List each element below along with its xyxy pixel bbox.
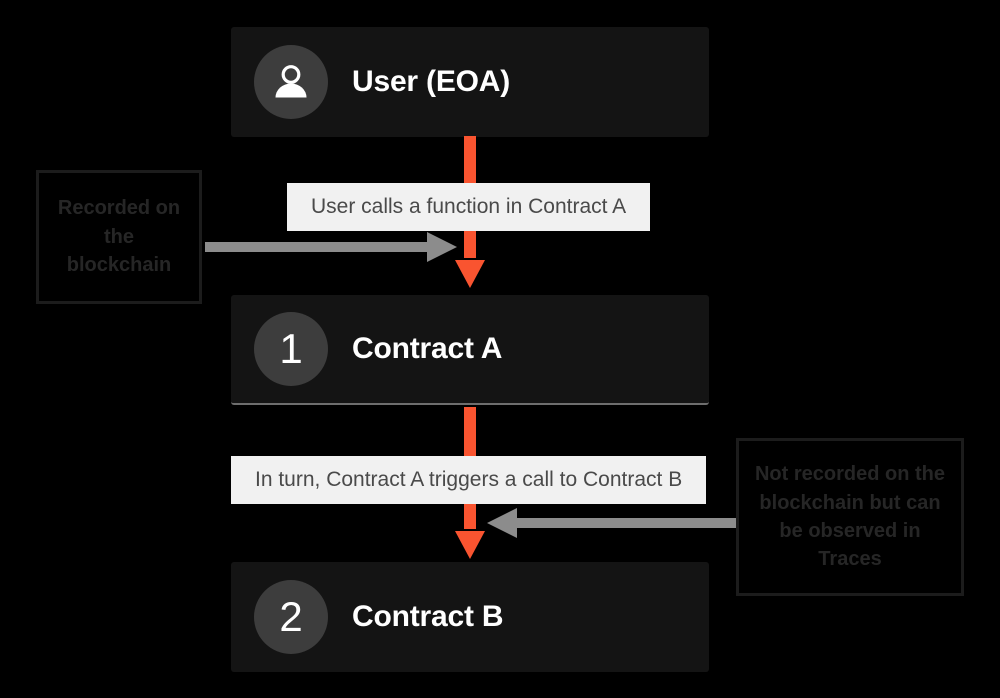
annotation-not-recorded-traces: Not recorded on the blockchain but can b… xyxy=(736,438,964,596)
node-user-label: User (EOA) xyxy=(352,65,511,98)
number-badge-1: 1 xyxy=(254,312,328,386)
arrow-head xyxy=(455,260,485,288)
pointer-right xyxy=(487,508,739,538)
node-contract-b-label: Contract B xyxy=(352,600,504,633)
arrow-shaft xyxy=(205,242,433,252)
number-badge-2: 2 xyxy=(254,580,328,654)
arrow-head xyxy=(427,232,457,262)
node-user[interactable]: User (EOA) xyxy=(231,27,709,137)
arrow-head xyxy=(455,531,485,559)
caption-user-calls-contract-a: User calls a function in Contract A xyxy=(287,183,651,231)
node-contract-b[interactable]: 2 Contract B xyxy=(231,562,709,672)
node-contract-a[interactable]: 1 Contract A xyxy=(231,295,709,405)
pointer-left xyxy=(205,232,457,262)
node-contract-a-label: Contract A xyxy=(352,332,503,365)
arrow-head xyxy=(487,508,517,538)
annotation-recorded-on-blockchain: Recorded on the blockchain xyxy=(36,170,202,304)
arrow-shaft xyxy=(511,518,739,528)
person-icon xyxy=(254,45,328,119)
caption-contract-a-triggers-contract-b: In turn, Contract A triggers a call to C… xyxy=(231,456,707,504)
